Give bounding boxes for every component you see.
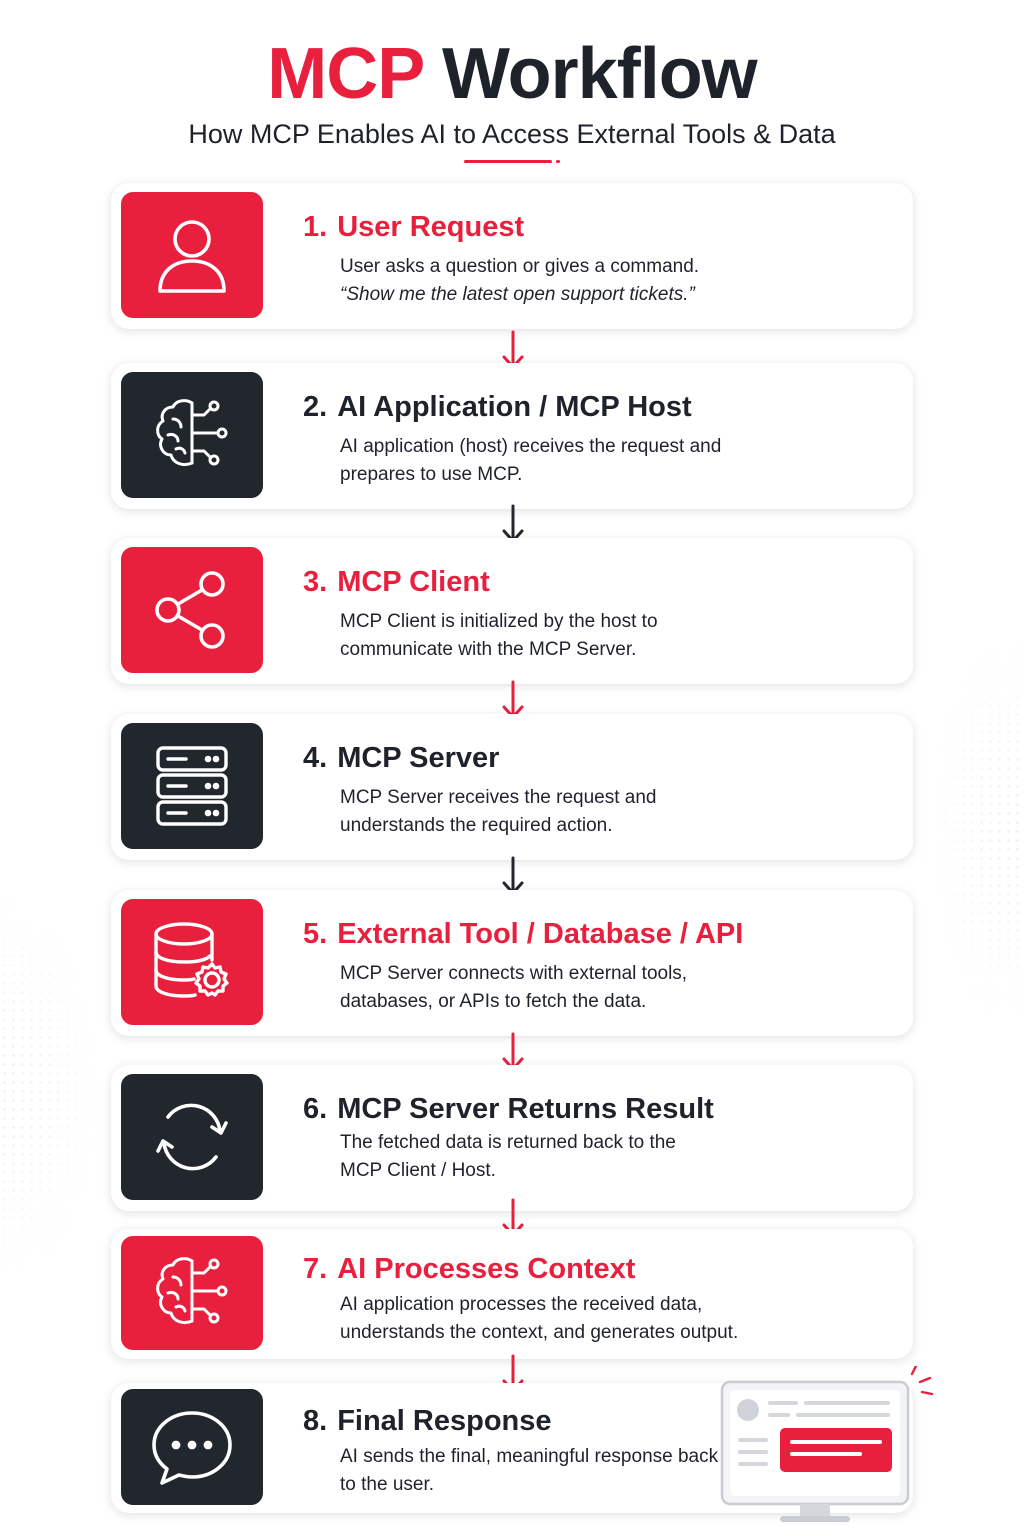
step-1-title-text: User Request — [337, 211, 525, 243]
share-nodes-icon — [155, 571, 225, 649]
step-3-icon-box — [121, 547, 263, 673]
step-card-3: 3. MCP Client MCP Client is initialized b… — [111, 538, 913, 684]
step-4-description: MCP Server receives the request and unde… — [340, 787, 657, 836]
step-3-title: 3. MCP Client — [303, 564, 490, 600]
step-2-description: AI application (host) receives the reque… — [340, 436, 722, 485]
step-6-title-text: MCP Server Returns Result — [337, 1093, 714, 1125]
decorative-dots-left — [0, 880, 110, 1300]
step-3-number: 3. — [303, 566, 328, 598]
step-6-description: The fetched data is returned back to the… — [340, 1132, 676, 1181]
step-1-desc-text: User asks a question or gives a command. — [340, 256, 700, 277]
step-4-icon-box — [121, 723, 263, 849]
step-7-title: 7. AI Processes Context — [303, 1251, 635, 1287]
step-card-5: 5. External Tool / Database / API MCP Ser… — [111, 890, 913, 1036]
step-4-title-text: MCP Server — [337, 742, 500, 774]
step-5-title-text: External Tool / Database / API — [337, 918, 744, 950]
step-1-title: 1. User Request — [303, 209, 524, 245]
step-2-title-text: AI Application / MCP Host — [337, 391, 692, 423]
database-gear-icon — [154, 922, 229, 998]
step-8-title-text: Final Response — [337, 1405, 552, 1437]
monitor-illustration — [720, 1366, 934, 1522]
step-6-title: 6. MCP Server Returns Result — [303, 1091, 714, 1127]
step-6-number: 6. — [303, 1093, 328, 1125]
page-title: MCP Workflow — [0, 34, 1024, 114]
title-underline — [464, 160, 552, 163]
step-2-title: 2. AI Application / MCP Host — [303, 389, 692, 425]
step-5-title: 5. External Tool / Database / API — [303, 916, 743, 952]
step-4-number: 4. — [303, 742, 328, 774]
title-accent-word: MCP — [267, 34, 424, 114]
step-8-description: AI sends the final, meaningful response … — [340, 1446, 719, 1495]
decorative-dots-right — [914, 620, 1024, 1040]
step-7-number: 7. — [303, 1253, 328, 1285]
step-card-1: 1. User Request User asks a question or g… — [111, 183, 913, 329]
step-7-description: AI application processes the received da… — [340, 1294, 739, 1343]
chat-bubble-icon — [152, 1411, 232, 1485]
step-card-7: 7. AI Processes Context AI application pr… — [111, 1229, 913, 1359]
server-icon — [156, 746, 228, 826]
step-1-icon-box — [121, 192, 263, 318]
step-5-icon-box — [121, 899, 263, 1025]
step-6-icon-box — [121, 1074, 263, 1200]
step-card-4: 4. MCP Server MCP Server receives the req… — [111, 714, 913, 860]
step-7-title-text: AI Processes Context — [337, 1253, 636, 1285]
step-1-quote: “Show me the latest open support tickets… — [340, 284, 695, 305]
step-5-number: 5. — [303, 918, 328, 950]
page-subtitle: How MCP Enables AI to Access External To… — [188, 119, 836, 149]
ai-brain-icon — [156, 1257, 228, 1325]
step-card-2: 2. AI Application / MCP Host AI applicati… — [111, 363, 913, 509]
refresh-icon — [156, 1103, 228, 1171]
step-1-number: 1. — [303, 211, 328, 243]
step-4-title: 4. MCP Server — [303, 740, 499, 776]
step-1-description: User asks a question or gives a command.… — [340, 253, 810, 309]
step-8-number: 8. — [303, 1405, 328, 1437]
step-2-number: 2. — [303, 391, 328, 423]
step-8-icon-box — [121, 1389, 263, 1505]
ai-brain-icon — [156, 399, 228, 467]
step-2-icon-box — [121, 372, 263, 498]
step-3-description: MCP Client is initialized by the host to… — [340, 611, 658, 660]
step-7-icon-box — [121, 1236, 263, 1350]
step-5-description: MCP Server connects with external tools,… — [340, 963, 688, 1012]
title-underline-dot — [556, 160, 560, 163]
title-main-word: Workflow — [442, 34, 758, 114]
user-icon — [158, 220, 226, 293]
step-8-title: 8. Final Response — [303, 1403, 552, 1439]
step-card-6: 6. MCP Server Returns Result The fetched … — [111, 1065, 913, 1211]
step-3-title-text: MCP Client — [337, 566, 490, 598]
